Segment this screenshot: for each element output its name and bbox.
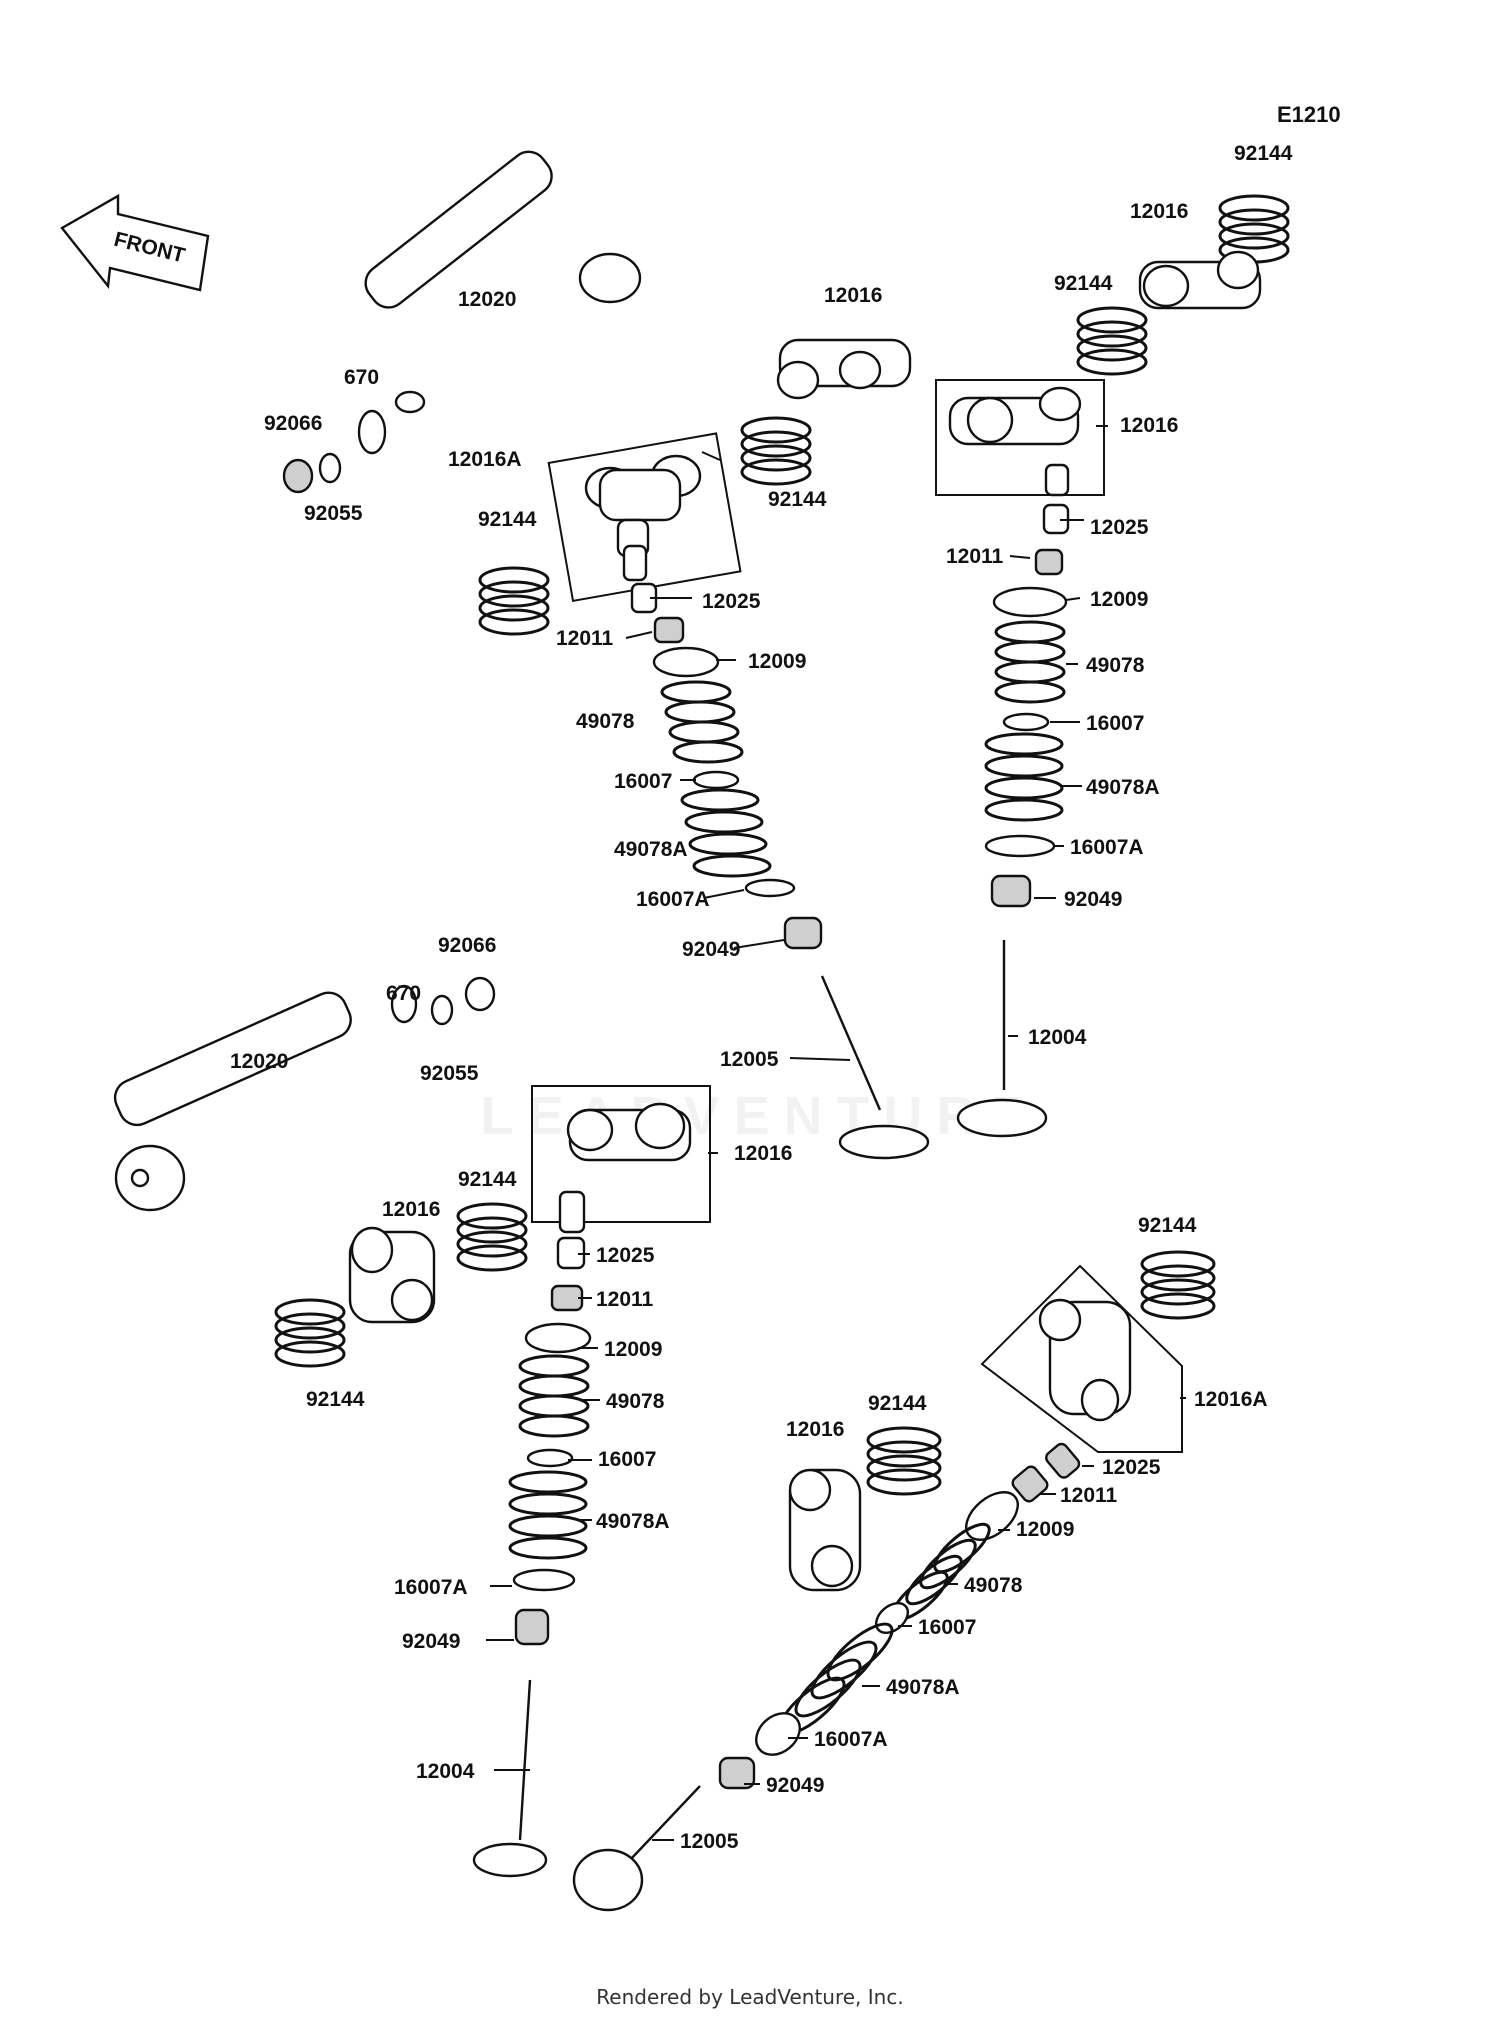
rocker-shaft-top [364, 150, 642, 414]
label-49078A-a: 49078A [1086, 776, 1160, 799]
box-12016A-upper [547, 432, 742, 603]
label-16007-a: 16007 [1086, 712, 1144, 735]
label-49078A-d: 49078A [886, 1676, 960, 1699]
rocker-arm-12016A-lower-right [1038, 1298, 1132, 1422]
box-12016-upper-right [935, 379, 1105, 496]
label-92055-lower: 92055 [420, 1062, 479, 1085]
label-12020-top: 12020 [458, 288, 516, 311]
part-labels: 92144 12016 92144 12016 12020 670 92066 … [230, 142, 1293, 1853]
footer-credit: Rendered by LeadVenture, Inc. [596, 1985, 904, 2009]
label-12016-d: 12016 [734, 1142, 792, 1165]
label-12025-c: 12025 [596, 1244, 655, 1267]
spring-92144-f [274, 1298, 346, 1368]
front-arrow-icon: FRONT [60, 193, 210, 292]
label-16007A-d: 16007A [814, 1728, 888, 1751]
o-ring-670-lower [390, 984, 418, 1024]
label-92144-f: 92144 [1138, 1214, 1197, 1237]
label-12009-b: 12009 [748, 650, 806, 673]
label-12011-b: 12011 [556, 627, 614, 650]
label-12016-f: 12016 [786, 1418, 844, 1441]
valve-stack-lower-right [572, 1442, 1081, 1912]
label-49078A-b: 49078A [614, 838, 688, 861]
label-12011-c: 12011 [596, 1288, 654, 1311]
rocker-arm-12016A-upper [584, 454, 702, 558]
diagram-id: E1210 [1277, 102, 1341, 127]
rocker-shaft-lower [113, 991, 352, 1212]
label-92049-a: 92049 [1064, 888, 1122, 911]
label-92049-b: 92049 [682, 938, 740, 961]
label-16007-b: 16007 [614, 770, 672, 793]
label-12025-d: 12025 [1102, 1456, 1161, 1479]
label-12016-b: 12016 [824, 284, 882, 307]
label-92049-c: 92049 [402, 1630, 460, 1653]
spring-92144-b [1076, 306, 1148, 376]
label-92144-g: 92144 [306, 1388, 365, 1411]
rocker-arm-12016-lower-left [348, 1226, 436, 1324]
spring-92144-g [1140, 1250, 1216, 1320]
rocker-arm-12016-lower-left-boxed [566, 1102, 692, 1162]
label-12011-d: 12011 [1060, 1484, 1118, 1507]
box-12016A-lower-right [980, 1264, 1183, 1453]
label-92066-top: 92066 [264, 412, 322, 435]
label-670-lower: 670 [386, 982, 421, 1005]
label-12004-b: 12004 [416, 1760, 475, 1783]
label-16007-d: 16007 [918, 1616, 976, 1639]
label-12009-a: 12009 [1090, 588, 1148, 611]
label-16007A-a: 16007A [1070, 836, 1144, 859]
label-49078-d: 49078 [964, 1574, 1023, 1597]
spring-92144-c [740, 416, 812, 486]
label-12016-c: 12016 [1120, 414, 1178, 437]
label-92144-d: 92144 [768, 488, 827, 511]
label-16007-c: 16007 [598, 1448, 656, 1471]
rocker-arm-12016-top-right [1138, 250, 1262, 310]
label-49078-c: 49078 [606, 1390, 665, 1413]
label-12011-a: 12011 [946, 545, 1004, 568]
label-12016-e: 12016 [382, 1198, 440, 1221]
label-92049-d: 92049 [766, 1774, 824, 1797]
leader-lines [486, 425, 1186, 1841]
label-12025-a: 12025 [1090, 516, 1149, 539]
valve-stack-upper-right [956, 463, 1070, 1138]
o-ring-670-top [357, 409, 387, 455]
label-92055-top: 92055 [304, 502, 363, 525]
rocker-arm-12016-lower-center [788, 1468, 862, 1592]
valve-stack-upper-left [622, 544, 930, 1160]
label-12025-b: 12025 [702, 590, 761, 613]
rocker-arm-12016-top-center [776, 338, 912, 400]
label-49078A-c: 49078A [596, 1510, 670, 1533]
label-92144-e: 92144 [458, 1168, 517, 1191]
label-92144-h: 92144 [868, 1392, 927, 1415]
label-12016A-upper: 12016A [448, 448, 522, 471]
label-92144-c: 92144 [478, 508, 537, 531]
rocker-arm-12016-upper-right [948, 386, 1082, 446]
label-49078-b: 49078 [576, 710, 635, 733]
washer-92055-lower [430, 994, 454, 1026]
label-12005-a: 12005 [720, 1048, 779, 1071]
label-92066-lower: 92066 [438, 934, 496, 957]
label-12020-lower: 12020 [230, 1050, 288, 1073]
label-12016-a: 12016 [1130, 200, 1188, 223]
plug-92066-lower [464, 976, 496, 1012]
valve-stack-lower-left [472, 1190, 592, 1878]
label-670-top: 670 [344, 366, 379, 389]
label-12009-d: 12009 [1016, 1518, 1074, 1541]
label-49078-a: 49078 [1086, 654, 1145, 677]
spring-92144-e [456, 1202, 528, 1272]
valve-train-diagram: FRONT [60, 142, 1293, 1912]
washer-92055-top [318, 452, 342, 484]
label-12016A-lower: 12016A [1194, 1388, 1268, 1411]
label-16007A-c: 16007A [394, 1576, 468, 1599]
label-16007A-b: 16007A [636, 888, 710, 911]
spring-92144-h [866, 1426, 942, 1496]
label-92144-b: 92144 [1054, 272, 1113, 295]
label-12004-a: 12004 [1028, 1026, 1087, 1049]
label-92144-a: 92144 [1234, 142, 1293, 165]
label-12005-b: 12005 [680, 1830, 739, 1853]
plug-92066-top [282, 458, 314, 494]
label-12009-c: 12009 [604, 1338, 662, 1361]
spring-92144-d [478, 566, 550, 636]
